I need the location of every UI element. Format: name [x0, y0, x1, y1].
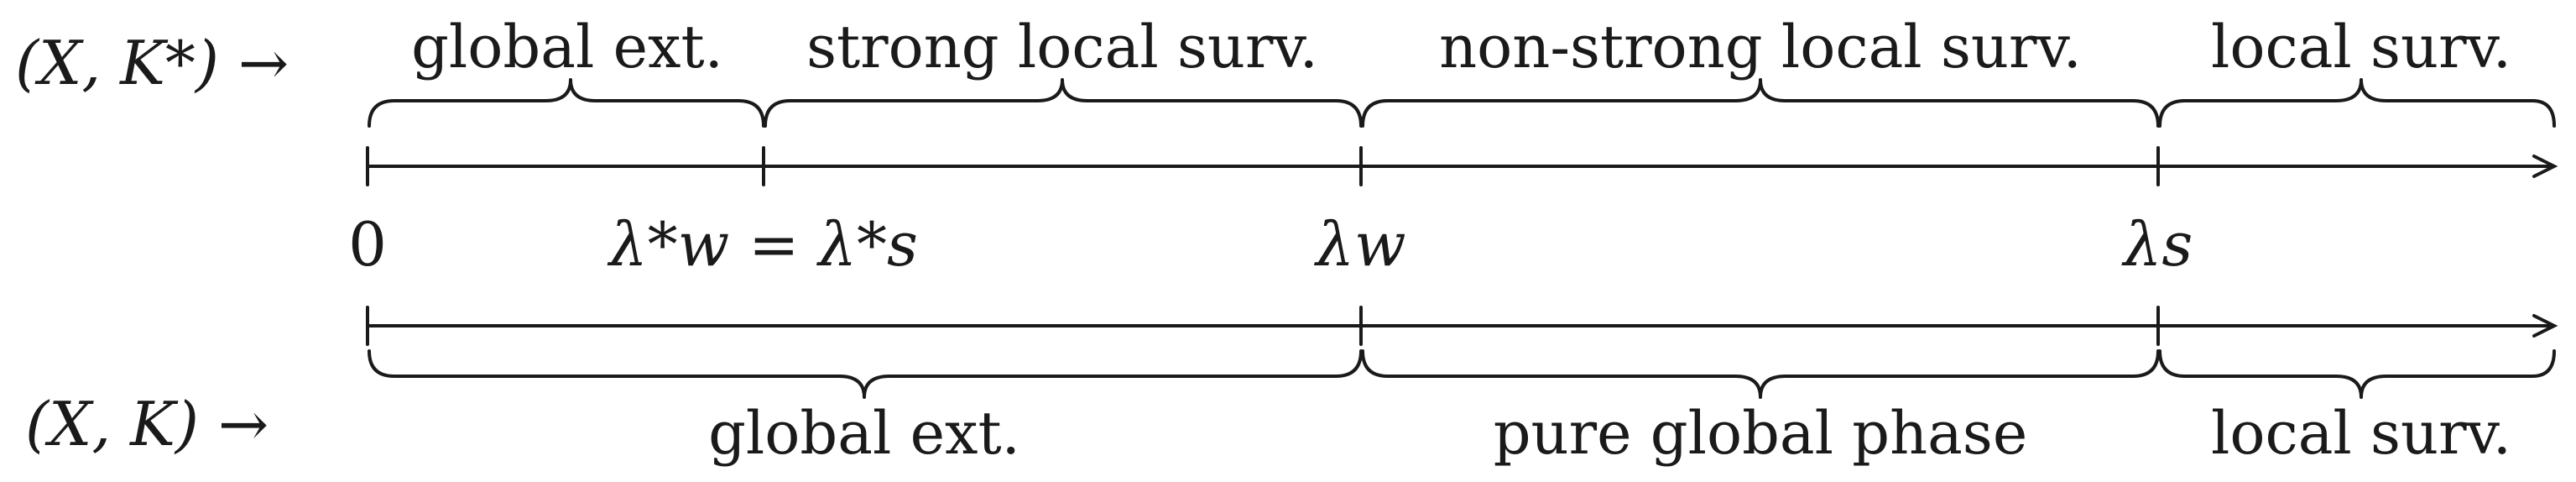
- top-system-label: (X, K*) →: [15, 28, 289, 98]
- bottom-phase-labels: global ext. pure global phase local surv…: [708, 399, 2511, 468]
- bottom-braces: [368, 349, 2556, 399]
- top-phase-local-surv: local surv.: [2211, 13, 2511, 81]
- top-phase-global-ext: global ext.: [411, 13, 723, 81]
- top-brace-strong-local: [764, 78, 1363, 128]
- bottom-axis-arrowhead: [2532, 314, 2558, 338]
- point-lambda-s: λs: [2121, 209, 2193, 280]
- point-lambda-w: λw: [1313, 209, 1405, 280]
- top-axis: [366, 146, 2558, 186]
- top-phase-labels: global ext. strong local surv. non-stron…: [411, 13, 2511, 81]
- top-brace-local-surv: [2158, 78, 2556, 128]
- top-phase-non-strong-local-surv: non-strong local surv.: [1439, 13, 2082, 81]
- top-axis-arrowhead: [2532, 155, 2558, 178]
- point-labels: 0 λ*w = λ*s λw λs: [348, 209, 2193, 280]
- bottom-phase-local-surv: local surv.: [2211, 399, 2511, 468]
- bottom-system-label: (X, K) →: [25, 389, 269, 459]
- bottom-brace-global-ext: [368, 349, 1363, 399]
- top-brace-non-strong-local: [1361, 78, 2160, 128]
- point-lambda-star: λ*w = λ*s: [607, 209, 918, 280]
- bottom-phase-pure-global: pure global phase: [1494, 399, 2028, 468]
- bottom-axis: [366, 306, 2558, 346]
- point-zero: 0: [348, 209, 387, 280]
- bottom-brace-pure-global: [1361, 349, 2160, 399]
- bottom-phase-global-ext: global ext.: [708, 399, 1020, 468]
- top-phase-strong-local-surv: strong local surv.: [806, 13, 1318, 81]
- bottom-brace-local-surv: [2158, 349, 2556, 399]
- top-brace-global-ext: [368, 78, 765, 128]
- top-braces: [368, 78, 2556, 128]
